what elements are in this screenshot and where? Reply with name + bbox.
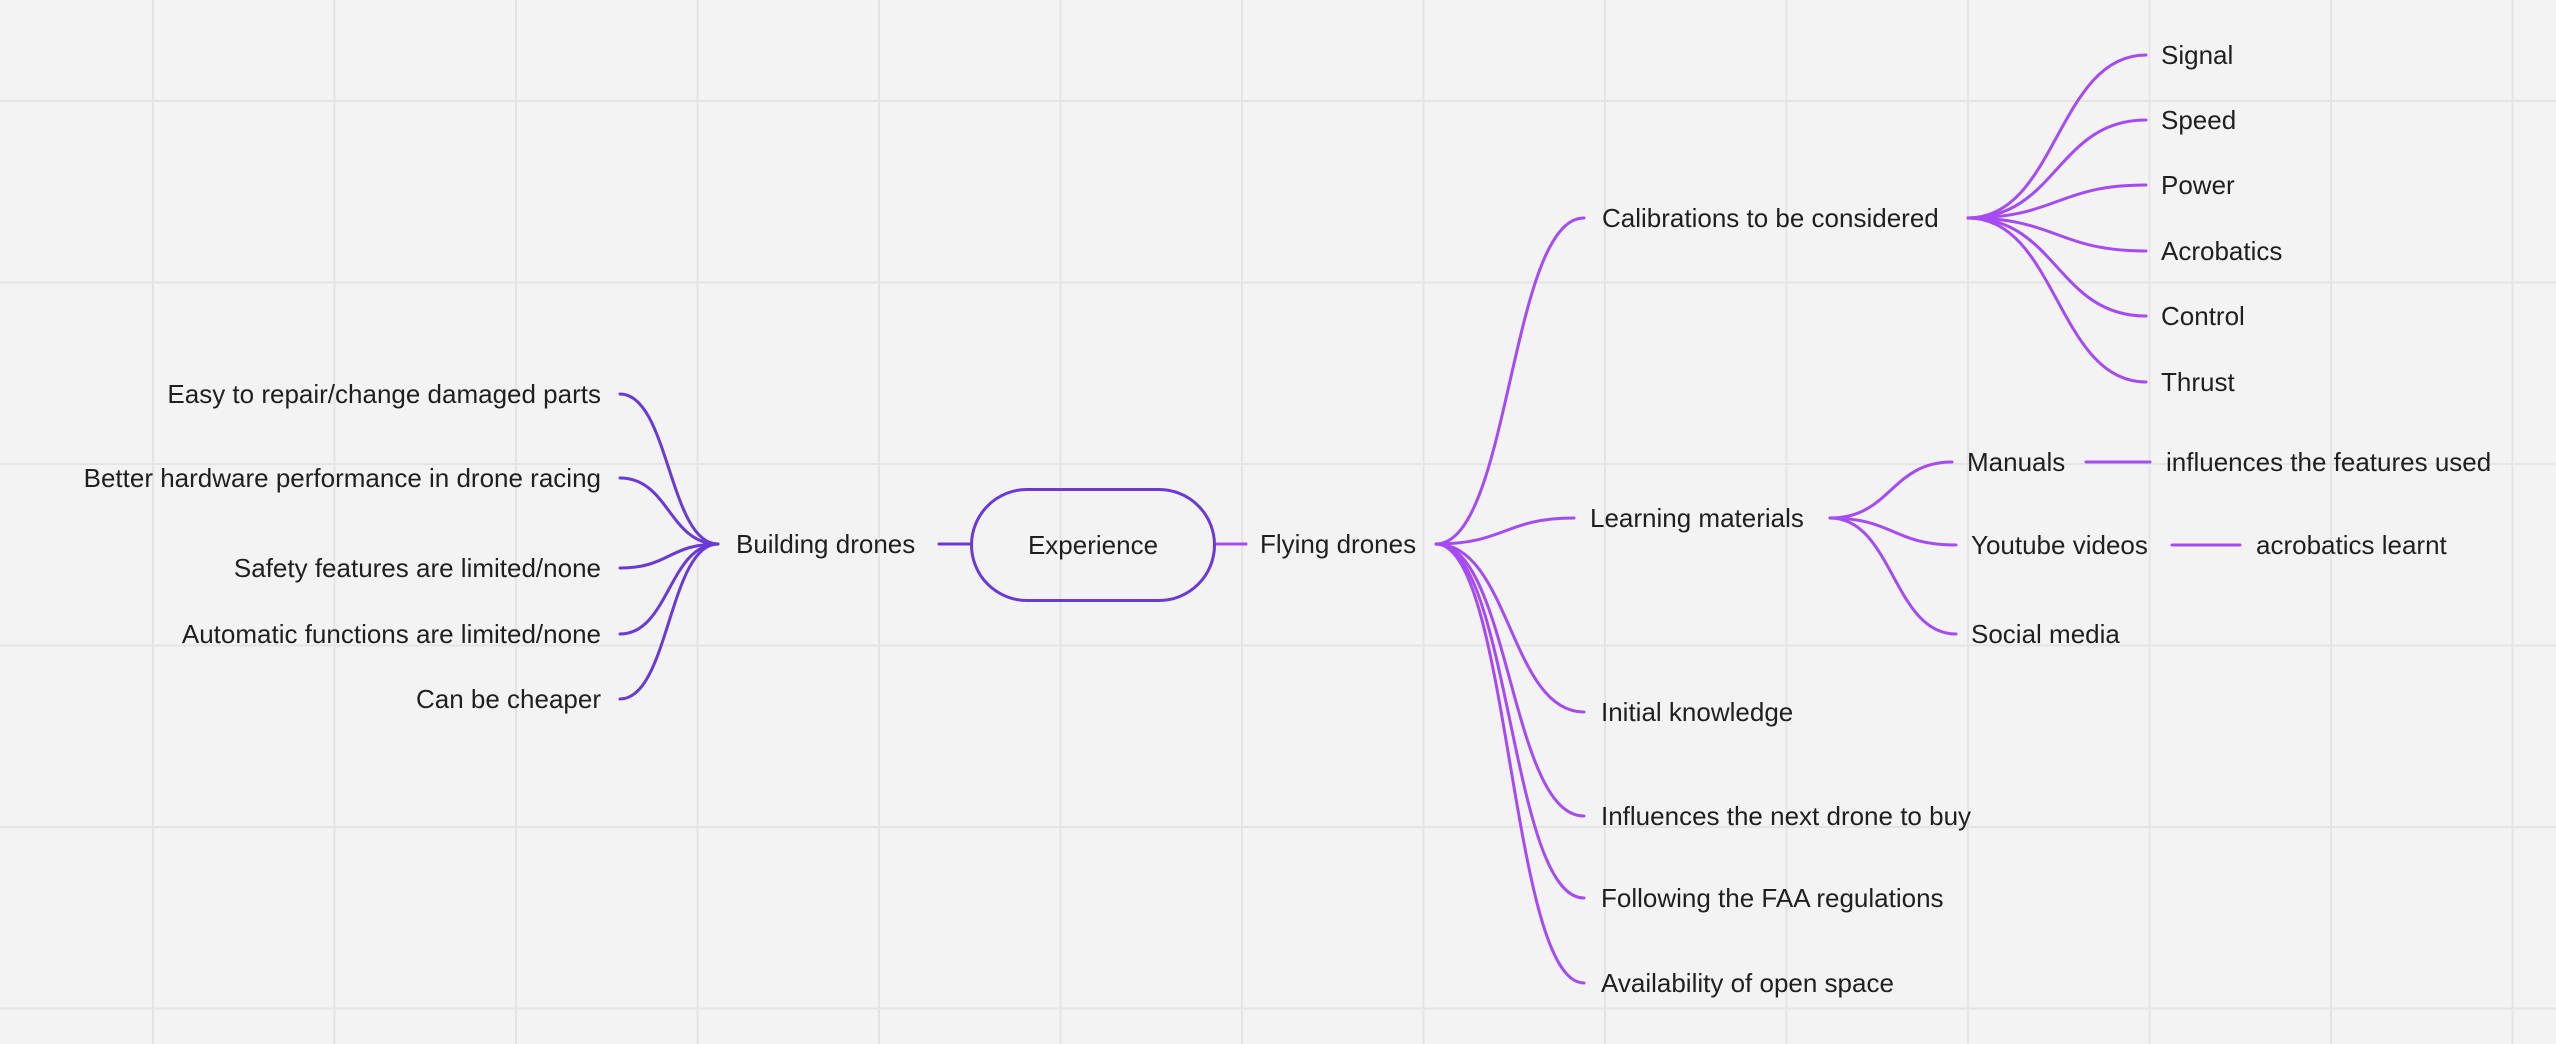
node-acrobatics-learnt[interactable]: acrobatics learnt: [2256, 530, 2447, 560]
node-power[interactable]: Power: [2161, 170, 2235, 200]
node-manuals[interactable]: Manuals: [1967, 447, 2066, 477]
node-thrust[interactable]: Thrust: [2161, 367, 2235, 397]
node-learning-materials[interactable]: Learning materials: [1590, 503, 1804, 533]
link-building-child-2: [618, 542, 720, 570]
link-learning-social: [1828, 516, 1958, 636]
link-calibration-child-4: [1966, 216, 2148, 318]
node-can-be-cheaper[interactable]: Can be cheaper: [415, 684, 601, 714]
link-learning-youtube: [1828, 516, 1958, 547]
node-speed[interactable]: Speed: [2161, 105, 2237, 135]
node-signal[interactable]: Signal: [2161, 40, 2234, 70]
link-learning-manuals: [1828, 460, 1954, 520]
node-automatic-functions[interactable]: Automatic functions are limited/none: [181, 619, 601, 649]
link-building-child-3: [618, 542, 720, 636]
link-flying-faa: [1434, 542, 1586, 900]
node-calibrations[interactable]: Calibrations to be considered: [1602, 203, 1939, 233]
node-faa-regulations[interactable]: Following the FAA regulations: [1601, 883, 1944, 913]
root-node-experience[interactable]: Experience: [970, 488, 1216, 602]
link-flying-calibrations: [1434, 216, 1586, 546]
link-calibration-child-3: [1966, 216, 2148, 253]
link-calibration-child-0: [1966, 53, 2148, 220]
node-acrobatics[interactable]: Acrobatics: [2161, 236, 2283, 266]
node-easy-repair[interactable]: Easy to repair/change damaged parts: [167, 379, 601, 409]
link-flying-initial: [1434, 542, 1586, 714]
link-flying-open-space: [1434, 542, 1586, 985]
node-better-hardware[interactable]: Better hardware performance in drone rac…: [83, 463, 601, 493]
link-flying-learning: [1434, 516, 1576, 546]
link-calibration-child-2: [1966, 183, 2148, 220]
link-building-child-0: [618, 392, 720, 546]
link-building-child-1: [618, 476, 720, 546]
link-flying-next-drone: [1434, 542, 1586, 818]
node-social-media[interactable]: Social media: [1971, 619, 2120, 649]
link-building-child-4: [618, 542, 720, 701]
node-next-drone[interactable]: Influences the next drone to buy: [1601, 801, 1972, 831]
node-flying-drones[interactable]: Flying drones: [1260, 529, 1417, 559]
node-building-drones[interactable]: Building drones: [736, 529, 916, 559]
node-initial-knowledge[interactable]: Initial knowledge: [1601, 697, 1794, 727]
link-calibration-child-5: [1966, 216, 2148, 384]
node-influences-features[interactable]: influences the features used: [2166, 447, 2492, 477]
node-control[interactable]: Control: [2161, 301, 2245, 331]
node-youtube-videos[interactable]: Youtube videos: [1971, 530, 2148, 560]
link-calibration-child-1: [1966, 118, 2148, 220]
node-safety-features[interactable]: Safety features are limited/none: [233, 553, 601, 583]
root-node-label: Experience: [1027, 529, 1159, 560]
node-open-space[interactable]: Availability of open space: [1601, 968, 1894, 998]
